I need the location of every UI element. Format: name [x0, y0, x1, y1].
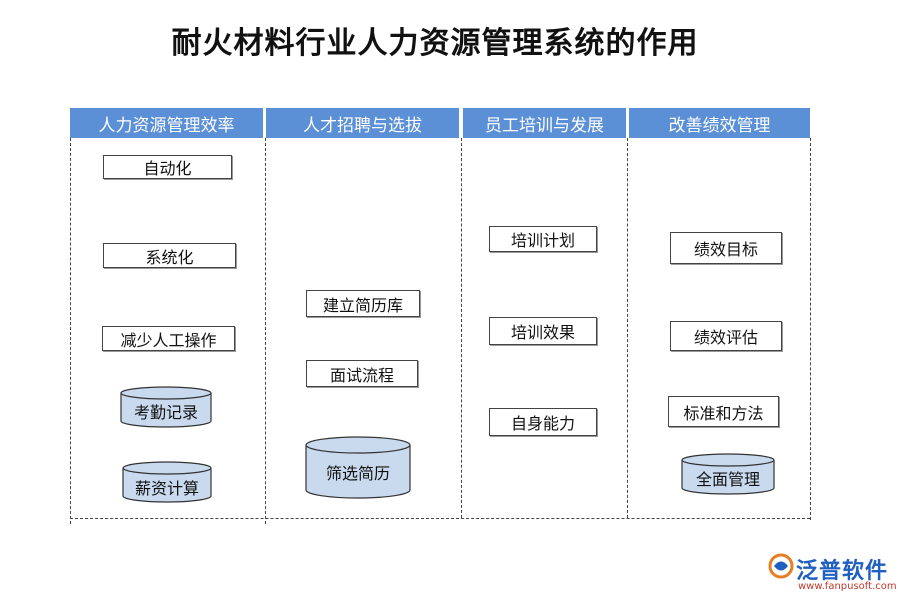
database-comprehensive-management: 全面管理	[681, 453, 775, 495]
box-resume-library: 建立简历库	[306, 290, 420, 317]
box-self-ability: 自身能力	[489, 408, 597, 436]
page-title: 耐火材料行业人力资源管理系统的作用	[171, 26, 699, 61]
box-training-effect: 培训效果	[489, 317, 597, 345]
column-header-performance: 改善绩效管理	[629, 108, 810, 138]
database-label: 薪资计算	[134, 479, 199, 498]
logo-url: www.fanpusoft.com	[798, 581, 897, 592]
logo-name: 泛普软件	[796, 559, 889, 584]
divider-line	[810, 138, 811, 520]
database-salary: 薪资计算	[122, 461, 212, 503]
database-attendance: 考勤记录	[120, 386, 212, 428]
column-header-hr-efficiency: 人力资源管理效率	[70, 108, 263, 138]
box-automation: 自动化	[103, 155, 232, 179]
brand-logo: 泛普软件 www.fanpusoft.com	[768, 553, 897, 598]
column-header-recruitment: 人才招聘与选拔	[266, 108, 459, 138]
box-performance-evaluation: 绩效评估	[670, 321, 782, 351]
column-header-training: 员工培训与发展	[463, 108, 626, 138]
box-performance-goal: 绩效目标	[670, 232, 782, 264]
box-reduce-manual-work: 减少人工操作	[102, 326, 235, 351]
box-systematization: 系统化	[103, 243, 236, 268]
database-label: 考勤记录	[133, 403, 198, 422]
divider-line	[70, 138, 71, 524]
database-label: 全面管理	[695, 470, 760, 489]
divider-line	[461, 138, 462, 518]
box-standards-methods: 标准和方法	[668, 396, 779, 427]
box-training-plan: 培训计划	[489, 226, 597, 252]
divider-line	[627, 138, 628, 518]
box-interview-process: 面试流程	[306, 360, 418, 387]
database-resume-screening: 筛选简历	[305, 436, 411, 499]
divider-line	[265, 138, 266, 524]
bottom-divider	[70, 518, 810, 519]
logo-icon	[768, 553, 794, 579]
database-label: 筛选简历	[325, 464, 390, 483]
